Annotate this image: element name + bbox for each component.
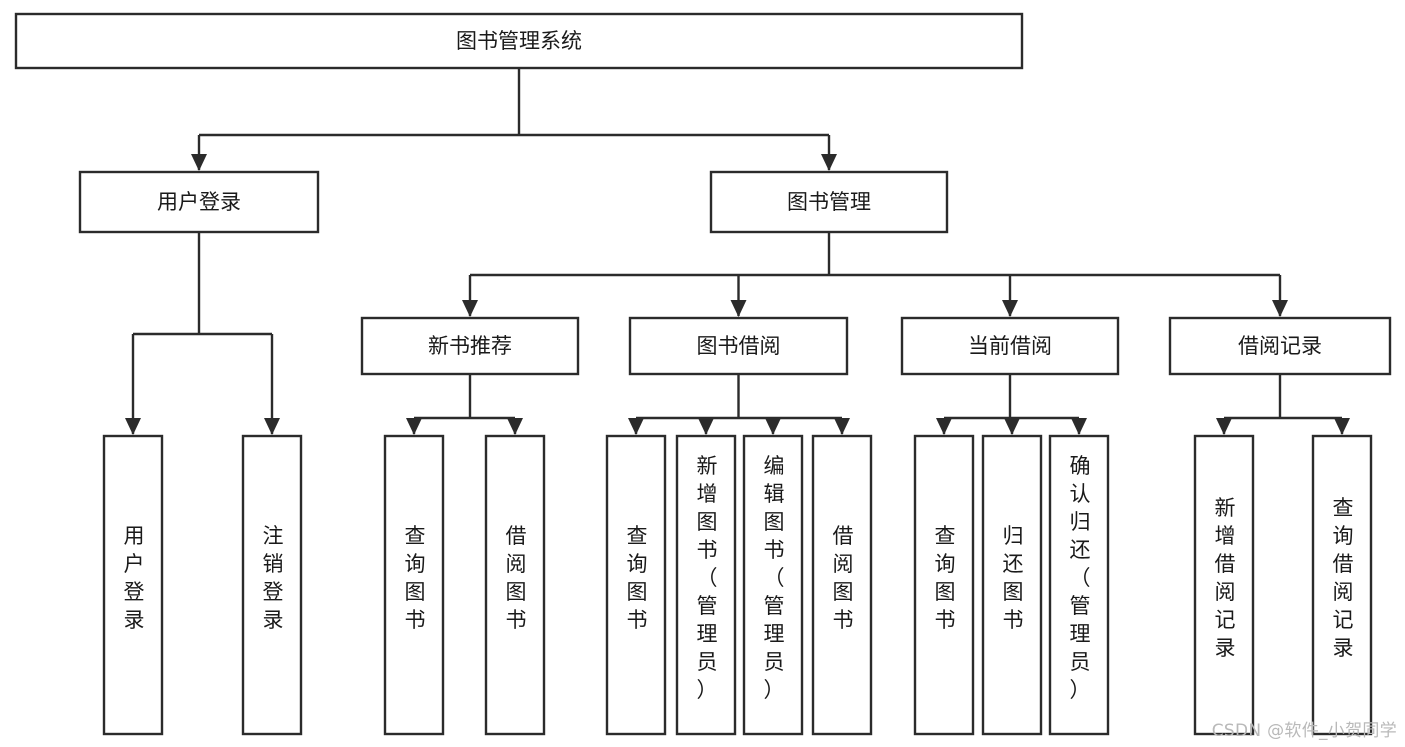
node-leaf-logout-label: 注销登录 — [263, 524, 284, 632]
node-leaf-user-login-label: 用户登录 — [124, 524, 145, 632]
node-book-manage-label: 图书管理 — [787, 190, 871, 214]
node-book-manage[interactable]: 图书管理 — [709, 170, 949, 234]
node-leaf-add-book-box[interactable] — [675, 434, 737, 736]
arrow-head-icon — [406, 418, 422, 435]
node-leaf-logout-box[interactable] — [241, 434, 303, 736]
node-current-borrow-box[interactable] — [900, 316, 1120, 376]
arrow-head-icon — [730, 300, 747, 317]
node-leaf-borrow-book-rec-label: 借阅图书 — [506, 524, 527, 632]
node-leaf-borrow-book-box[interactable] — [811, 434, 873, 736]
node-leaf-add-book-label: 新增图书（管理员） — [697, 454, 718, 702]
node-leaf-query-book-borrow-label: 查询图书 — [627, 524, 648, 632]
node-leaf-query-borrow-record-label: 查询借阅记录 — [1333, 496, 1354, 660]
arrow-head-icon — [698, 418, 714, 435]
node-leaf-query-book-cur[interactable]: 查询图书 — [913, 434, 975, 736]
node-leaf-user-login[interactable]: 用户登录 — [102, 434, 164, 736]
node-leaf-query-book-rec[interactable]: 查询图书 — [383, 434, 445, 736]
arrow-head-icon — [936, 418, 952, 435]
node-borrow-record-label: 借阅记录 — [1238, 334, 1322, 358]
node-leaf-query-book-cur-box[interactable] — [913, 434, 975, 736]
arrow-head-icon — [1071, 418, 1087, 435]
arrow-head-icon — [191, 154, 207, 171]
arrow-head-icon — [821, 154, 837, 171]
node-new-book-rec-label: 新书推荐 — [428, 334, 512, 358]
node-borrow-record-box[interactable] — [1168, 316, 1392, 376]
node-leaf-confirm-return[interactable]: 确认归还（管理员） — [1048, 434, 1110, 736]
arrow-head-icon — [1002, 300, 1018, 317]
arrow-head-icon — [264, 418, 280, 435]
node-leaf-add-borrow-record-box[interactable] — [1193, 434, 1255, 736]
arrow-head-icon — [1004, 418, 1020, 435]
arrow-head-icon — [1272, 300, 1288, 317]
node-leaf-edit-book[interactable]: 编辑图书（管理员） — [742, 434, 804, 736]
node-leaf-query-book-cur-label: 查询图书 — [935, 524, 956, 632]
node-leaf-query-borrow-record[interactable]: 查询借阅记录 — [1311, 434, 1373, 736]
node-user-login[interactable]: 用户登录 — [78, 170, 320, 234]
node-book-borrow-box[interactable] — [628, 316, 849, 376]
node-leaf-edit-book-label: 编辑图书（管理员） — [764, 454, 785, 702]
node-leaf-logout[interactable]: 注销登录 — [241, 434, 303, 736]
node-leaf-edit-book-box[interactable] — [742, 434, 804, 736]
arrow-head-icon — [125, 418, 141, 435]
node-new-book-rec[interactable]: 新书推荐 — [360, 316, 580, 376]
node-current-borrow[interactable]: 当前借阅 — [900, 316, 1120, 376]
node-leaf-query-borrow-record-box[interactable] — [1311, 434, 1373, 736]
arrow-head-icon — [462, 300, 478, 317]
node-leaf-return-book-box[interactable] — [981, 434, 1043, 736]
node-leaf-add-borrow-record-label: 新增借阅记录 — [1215, 496, 1236, 660]
node-leaf-query-book-rec-label: 查询图书 — [405, 524, 426, 632]
node-leaf-add-book[interactable]: 新增图书（管理员） — [675, 434, 737, 736]
node-leaf-add-borrow-record[interactable]: 新增借阅记录 — [1193, 434, 1255, 736]
arrow-head-icon — [1334, 418, 1350, 435]
csdn-watermark: CSDN @软件_小贺同学 — [1211, 721, 1397, 741]
node-root-book-management-system-label: 图书管理系统 — [456, 29, 582, 53]
node-leaf-borrow-book-rec-box[interactable] — [484, 434, 546, 736]
node-book-borrow[interactable]: 图书借阅 — [628, 316, 849, 376]
node-leaf-query-book-borrow-box[interactable] — [605, 434, 667, 736]
arrow-head-icon — [628, 418, 644, 435]
node-leaf-query-book-borrow[interactable]: 查询图书 — [605, 434, 667, 736]
node-user-login-label: 用户登录 — [157, 190, 241, 214]
node-root-book-management-system[interactable]: 图书管理系统 — [14, 12, 1024, 70]
arrow-head-icon — [834, 418, 850, 435]
node-leaf-return-book-label: 归还图书 — [1003, 524, 1024, 632]
node-leaf-user-login-box[interactable] — [102, 434, 164, 736]
node-user-login-box[interactable] — [78, 170, 320, 234]
arrow-head-icon — [765, 418, 781, 435]
node-book-manage-box[interactable] — [709, 170, 949, 234]
node-leaf-confirm-return-label: 确认归还（管理员） — [1070, 454, 1091, 702]
node-root-book-management-system-box[interactable] — [14, 12, 1024, 70]
node-new-book-rec-box[interactable] — [360, 316, 580, 376]
node-borrow-record[interactable]: 借阅记录 — [1168, 316, 1392, 376]
connector-layer — [125, 68, 1350, 435]
node-leaf-query-book-rec-box[interactable] — [383, 434, 445, 736]
node-current-borrow-label: 当前借阅 — [968, 334, 1052, 358]
arrow-head-icon — [507, 418, 523, 435]
node-leaf-borrow-book-rec[interactable]: 借阅图书 — [484, 434, 546, 736]
node-layer: 图书管理系统用户登录图书管理新书推荐图书借阅当前借阅借阅记录用户登录注销登录查询… — [14, 12, 1392, 736]
node-leaf-borrow-book[interactable]: 借阅图书 — [811, 434, 873, 736]
node-leaf-borrow-book-label: 借阅图书 — [833, 524, 854, 632]
arrow-head-icon — [1216, 418, 1232, 435]
node-leaf-confirm-return-box[interactable] — [1048, 434, 1110, 736]
node-leaf-return-book[interactable]: 归还图书 — [981, 434, 1043, 736]
node-book-borrow-label: 图书借阅 — [697, 334, 781, 358]
